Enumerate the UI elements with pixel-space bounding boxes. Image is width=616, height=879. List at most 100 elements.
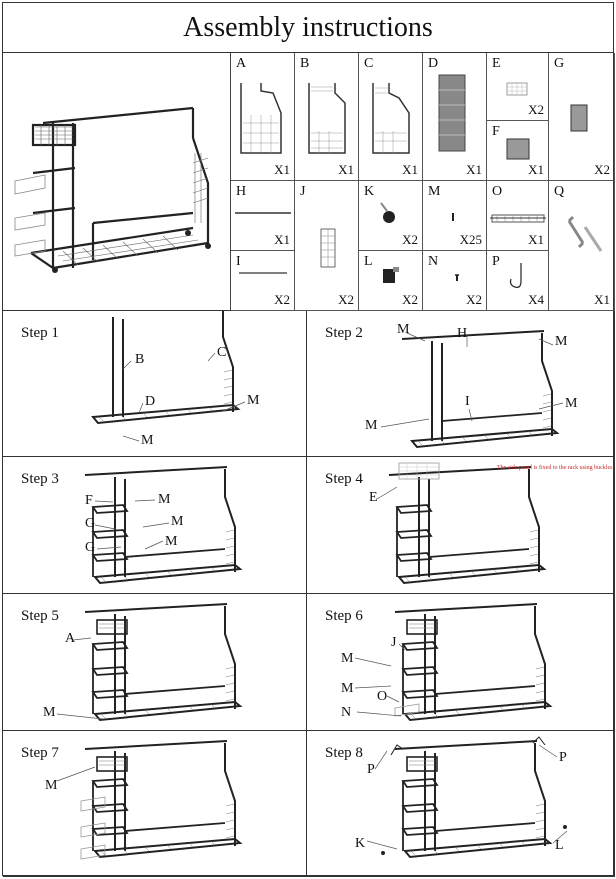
part-illustration [380, 202, 395, 223]
part-letter: Q [554, 184, 565, 199]
part-quantity: X4 [528, 292, 544, 307]
part-illustration [372, 83, 410, 154]
callout-label: M [341, 681, 354, 696]
callout-label: H [457, 326, 467, 341]
assembled-rack-overview [3, 53, 231, 311]
step-note: The side panel is fixed to the rack usin… [497, 464, 613, 471]
callout-label: M [247, 393, 260, 408]
callout-leader [376, 486, 398, 500]
part-quantity: X2 [594, 162, 610, 177]
part-illustration [490, 214, 546, 223]
callout-leader [406, 332, 426, 342]
part-illustration [308, 83, 346, 154]
callout-label: D [145, 394, 155, 409]
part-quantity: X1 [528, 162, 544, 177]
part-quantity: X2 [274, 292, 290, 307]
page-title: Assembly instructions [3, 3, 613, 53]
part-o: O X1 [487, 181, 549, 251]
callout-label: K [355, 836, 365, 851]
step-illustration: J MM O N [341, 603, 553, 722]
callout-label: C [217, 345, 226, 360]
step-label: Step 4 [325, 471, 363, 487]
callout-label: L [555, 838, 564, 853]
part-letter: H [236, 184, 247, 199]
part-i: I X2 [231, 251, 295, 311]
part-illustration [235, 212, 291, 214]
callout-leader [354, 685, 392, 689]
step-label: Step 7 [21, 745, 59, 761]
part-letter: K [364, 184, 375, 199]
part-g: G X2 [549, 53, 615, 181]
callout-label: O [377, 689, 387, 704]
part-illustration [239, 272, 287, 274]
part-quantity: X1 [274, 162, 290, 177]
part-letter: F [492, 124, 500, 139]
part-quantity: X2 [466, 292, 482, 307]
step-illustration: M [45, 740, 243, 860]
part-quantity: X1 [274, 232, 290, 247]
callout-leader [94, 524, 116, 530]
part-p: P X4 [487, 251, 549, 311]
part-h: H X1 [231, 181, 295, 251]
part-illustration [383, 267, 399, 283]
part-letter: N [428, 254, 439, 269]
part-quantity: X2 [402, 232, 418, 247]
callout-label: I [465, 394, 470, 409]
callout-label: G [85, 516, 95, 531]
callout-leader [538, 744, 558, 758]
part-illustration [506, 138, 530, 160]
part-letter: G [554, 56, 565, 71]
part-letter: P [492, 254, 500, 269]
callout-label: M [397, 322, 410, 337]
callout-leader [144, 540, 164, 550]
part-f: F X1 [487, 121, 549, 181]
callout-leader [374, 750, 388, 770]
callout-leader [56, 766, 96, 782]
callout-leader [538, 402, 564, 410]
callout-label: J [391, 635, 397, 650]
part-illustration [570, 104, 588, 132]
callout-leader [398, 643, 406, 651]
part-quantity: X1 [466, 162, 482, 177]
part-letter: I [236, 254, 241, 269]
part-illustration [567, 215, 603, 252]
callout-label: F [85, 493, 93, 508]
step-label: Step 1 [21, 325, 59, 341]
callout-label: M [45, 778, 58, 793]
part-letter: O [492, 184, 503, 199]
part-n: N X2 [423, 251, 487, 311]
callout-label: M [43, 705, 56, 720]
callout-label: N [341, 705, 351, 720]
part-illustration [506, 82, 528, 96]
callout-leader [538, 338, 554, 346]
callout-label: G [85, 540, 95, 555]
part-letter: J [300, 184, 306, 199]
callout-leader [386, 695, 400, 703]
part-illustration [320, 228, 336, 268]
part-quantity: X1 [528, 232, 544, 247]
step-7: M Step 7 [3, 731, 307, 877]
callout-leader [142, 522, 170, 528]
part-letter: D [428, 56, 439, 71]
callout-label: M [341, 651, 354, 666]
callout-label: M [165, 534, 178, 549]
part-quantity: X2 [338, 292, 354, 307]
callout-leader [96, 546, 122, 550]
part-illustration [452, 213, 454, 221]
callout-leader [122, 360, 132, 370]
step-label: Step 3 [21, 471, 59, 487]
part-illustration [455, 274, 459, 281]
part-illustration [509, 263, 522, 289]
callout-leader [72, 637, 92, 641]
